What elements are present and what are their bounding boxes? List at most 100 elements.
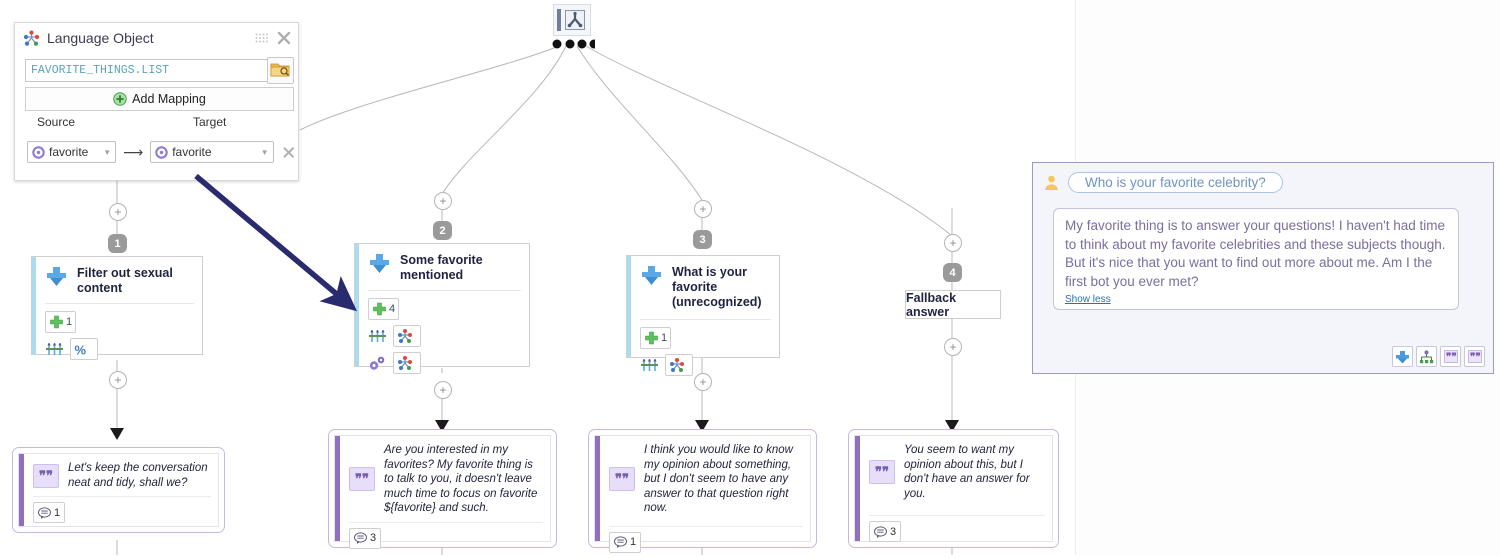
- add-step-connector[interactable]: +: [944, 234, 962, 252]
- speech-bubble-icon: [614, 536, 627, 548]
- message-count: 1: [630, 536, 637, 548]
- toolbar-button-flow-tree[interactable]: [1416, 346, 1437, 367]
- message-node[interactable]: ❞❞ Let's keep the conversation neat and …: [12, 447, 225, 533]
- message-divider: [349, 521, 543, 523]
- message-accent-bar: [335, 436, 340, 541]
- user-message-bubble: Who is your favorite celebrity?: [1068, 172, 1283, 193]
- language-object-list-input[interactable]: FAVORITE_THINGS.LIST: [25, 59, 269, 82]
- node-chip-intents[interactable]: 4: [368, 298, 400, 320]
- language-object-panel[interactable]: Language Object FAVORITE_THINGS.LIST: [14, 22, 299, 181]
- node-chip-language-object[interactable]: [393, 352, 421, 374]
- language-object-icon: [398, 355, 412, 370]
- message-text: Are you interested in my favorites? My f…: [384, 444, 538, 514]
- node-divider: [640, 319, 771, 320]
- node-chip-language-object[interactable]: [665, 354, 693, 376]
- input-node-icon: [47, 267, 66, 286]
- flow-node-fallback-answer[interactable]: Fallback answer: [905, 290, 1001, 319]
- add-step-connector[interactable]: +: [109, 203, 127, 221]
- flow-node-what-is-your-favorite[interactable]: What is your favorite (unrecognized) 1: [626, 255, 780, 376]
- add-step-connector[interactable]: +: [109, 371, 127, 389]
- svg-text:❞❞: ❞❞: [1446, 352, 1457, 363]
- message-count-chip[interactable]: 3: [349, 527, 382, 549]
- message-text: Let's keep the conversation neat and tid…: [68, 462, 208, 489]
- gears-icon: [369, 356, 385, 370]
- message-node[interactable]: ❞❞ You seem to want my opinion about thi…: [848, 429, 1059, 548]
- node-title: Some favorite mentioned: [400, 253, 483, 282]
- chat-preview-panel[interactable]: Who is your favorite celebrity? My favor…: [1032, 162, 1494, 374]
- node-divider: [368, 290, 521, 291]
- mapping-source-select[interactable]: favorite ▼: [27, 141, 117, 163]
- show-less-link[interactable]: Show less: [1065, 294, 1111, 305]
- toolbar-button-quote-1[interactable]: ❞❞: [1440, 346, 1461, 367]
- add-step-connector[interactable]: +: [694, 200, 712, 218]
- root-accent-bar: [557, 9, 561, 31]
- node-chip-intents[interactable]: 1: [640, 327, 672, 349]
- speech-bubble-icon: [354, 532, 367, 544]
- message-count-chip[interactable]: 1: [33, 502, 66, 523]
- browse-language-object-button[interactable]: [267, 57, 294, 84]
- message-node[interactable]: ❞❞ I think you would like to know my opi…: [588, 429, 817, 553]
- quote-icon: ❞❞: [869, 460, 895, 484]
- node-chip-language-object[interactable]: [393, 325, 421, 347]
- mapping-target-select[interactable]: favorite ▼: [150, 141, 274, 163]
- quote-icon: ❞❞: [1443, 350, 1458, 363]
- user-avatar-icon: [1045, 175, 1058, 190]
- flow-root-node[interactable]: [553, 4, 591, 36]
- add-mapping-button[interactable]: Add Mapping: [25, 87, 294, 111]
- message-node[interactable]: ❞❞ Are you interested in my favorites? M…: [328, 429, 557, 549]
- chip-count: 1: [661, 332, 668, 344]
- node-chip-percent[interactable]: %: [70, 338, 98, 360]
- toolbar-button-input-node[interactable]: [1392, 346, 1413, 367]
- flow-node-filter-out-sexual-content[interactable]: Filter out sexual content 1: [31, 256, 203, 360]
- node-accent-bar: [355, 244, 359, 366]
- node-chip-sliders[interactable]: [45, 339, 65, 359]
- node-badge: 1: [108, 234, 127, 253]
- svg-text:%: %: [75, 342, 87, 357]
- message-accent-bar: [19, 454, 24, 526]
- flow-tree-icon: [1420, 349, 1434, 363]
- toolbar-button-quote-2[interactable]: ❞❞: [1464, 346, 1485, 367]
- mapping-row[interactable]: favorite ▼ ⟶ favorite ▼: [27, 141, 295, 163]
- node-badge: 4: [943, 263, 962, 282]
- speech-bubble-icon: [874, 525, 887, 538]
- input-node-icon: [370, 254, 389, 273]
- plus-circle-icon: [113, 92, 127, 106]
- quote-icon: ❞❞: [33, 463, 59, 488]
- bot-message-line-1: My favorite thing is to answer your ques…: [1065, 218, 1446, 252]
- message-count: 1: [54, 506, 61, 519]
- node-title: Filter out sexual content: [77, 266, 173, 295]
- mapping-column-headers: Source Target: [27, 115, 292, 131]
- quote-icon: ❞❞: [1467, 350, 1482, 363]
- add-step-connector[interactable]: +: [434, 381, 452, 399]
- node-chip-sliders[interactable]: [368, 326, 388, 346]
- message-text: I think you would like to know my opinio…: [644, 444, 793, 514]
- source-column-header: Source: [37, 115, 76, 129]
- add-step-connector[interactable]: +: [944, 338, 962, 356]
- add-step-connector[interactable]: +: [694, 373, 712, 391]
- node-accent-bar: [627, 256, 631, 357]
- message-count-chip[interactable]: 1: [609, 531, 642, 553]
- remove-mapping-icon[interactable]: [282, 145, 295, 160]
- flow-node-some-favorite-mentioned[interactable]: Some favorite mentioned 4: [354, 243, 530, 374]
- close-icon[interactable]: [276, 30, 292, 46]
- drag-grip-icon[interactable]: [255, 33, 268, 44]
- bot-message-bubble[interactable]: My favorite thing is to answer your ques…: [1053, 208, 1459, 310]
- node-chip-sliders[interactable]: [640, 355, 660, 375]
- root-output-dots[interactable]: [551, 39, 595, 49]
- node-title: Fallback answer: [906, 290, 957, 319]
- chat-toolbar[interactable]: ❞❞ ❞❞: [1392, 346, 1485, 367]
- node-title: What is your favorite (unrecognized): [672, 265, 762, 309]
- add-mapping-label: Add Mapping: [132, 92, 206, 106]
- node-chip-intents[interactable]: 1: [45, 311, 77, 333]
- node-badge: 3: [693, 230, 712, 249]
- chip-count: 4: [389, 303, 396, 315]
- node-chip-gears[interactable]: [368, 353, 388, 373]
- message-count-chip[interactable]: 3: [869, 521, 902, 542]
- message-divider: [609, 525, 803, 527]
- quote-icon: ❞❞: [349, 467, 375, 492]
- language-object-icon: [398, 328, 412, 343]
- add-step-connector[interactable]: +: [434, 192, 452, 210]
- message-divider: [869, 515, 1045, 516]
- bot-message-line-2: But it's nice that you want to find out …: [1065, 255, 1433, 289]
